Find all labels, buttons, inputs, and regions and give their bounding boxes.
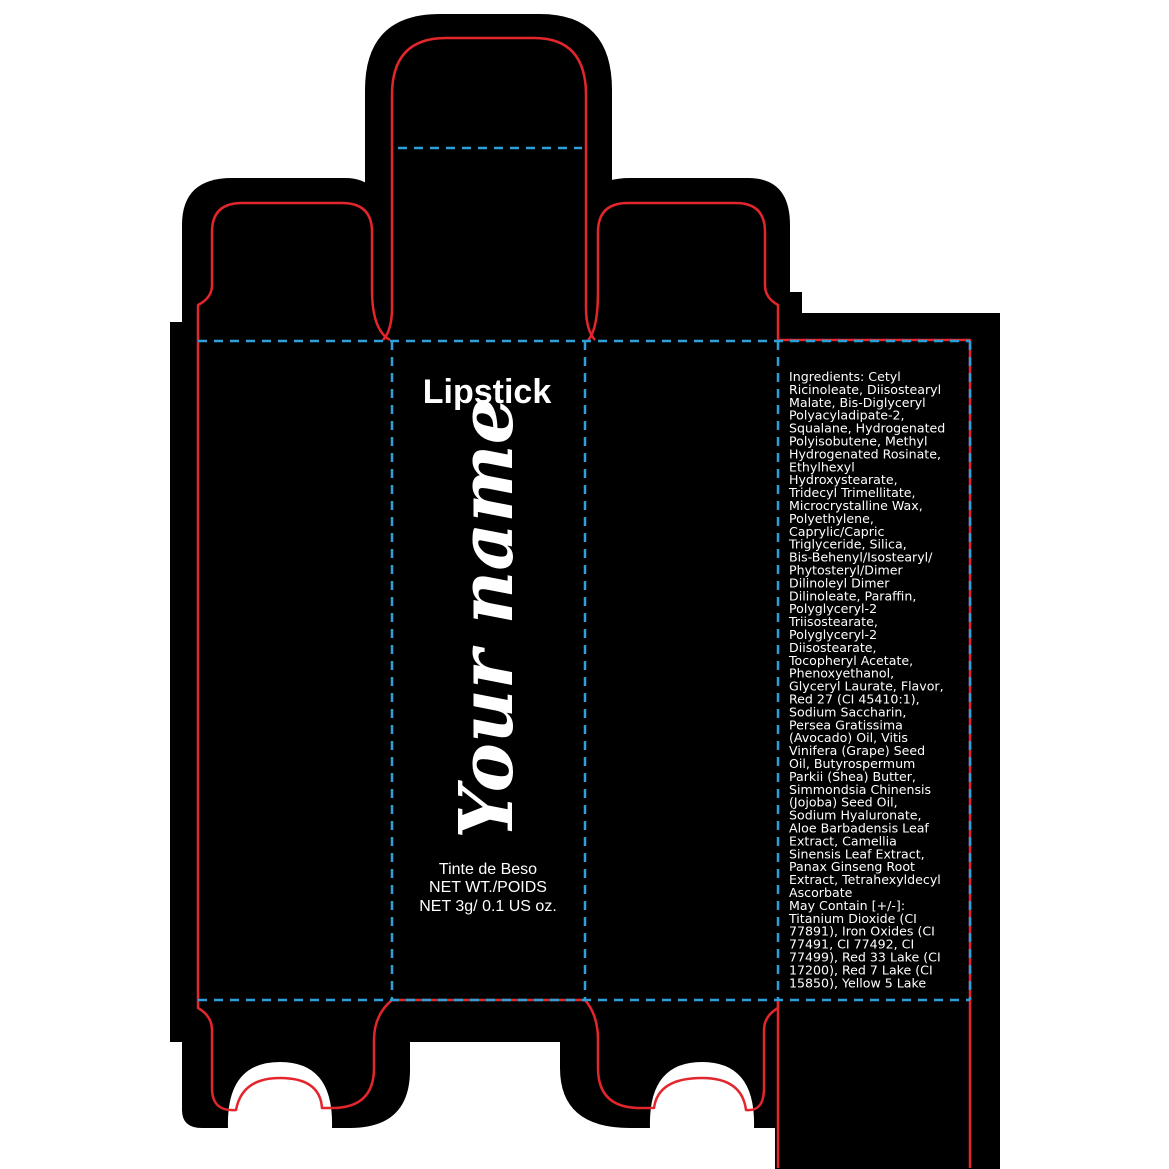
right-dust-flap [582, 178, 802, 340]
ingredient-line: Polyisobutene, Methyl [789, 434, 927, 449]
ingredient-line: Polyacyladipate-2, [789, 408, 905, 423]
ingredient-line: Simmondsia Chinensis [789, 782, 931, 797]
net-weight-line: Tinte de Beso [439, 861, 537, 878]
ingredient-line: Glyceryl Laurate, Flavor, [789, 679, 944, 694]
top-flap-cut-line [382, 36, 596, 341]
ingredient-line: May Contain [+/-]: [789, 898, 905, 913]
ingredient-line: Polyglyceryl-2 [789, 601, 877, 616]
ingredient-line: Polyethylene, [789, 511, 874, 526]
ingredient-line: Ethylhexyl [789, 459, 855, 474]
ingredient-line: Polyglyceryl-2 [789, 627, 877, 642]
ingredient-line: (Avocado) Oil, Vitis [789, 730, 908, 745]
left-flap-cut-line [196, 201, 391, 342]
ingredient-line: Persea Gratissima [789, 717, 903, 732]
left-dust-flap [182, 178, 382, 340]
ingredient-line: Extract, Camellia [789, 833, 897, 848]
net-weight-line: NET 3g/ 0.1 US oz. [419, 898, 557, 915]
ingredient-line: Aloe Barbadensis Leaf [789, 821, 929, 836]
customer-name-placeholder: Your name [444, 397, 530, 838]
ingredient-line: (Jojoba) Seed Oil, [789, 795, 898, 810]
ingredient-line: Caprylic/Capric [789, 524, 884, 539]
net-weight-line: NET WT./POIDS [429, 879, 547, 896]
ingredient-line: Hydrogenated Rosinate, [789, 446, 941, 461]
ingredient-line: Sodium Hyaluronate, [789, 808, 922, 823]
box-body [170, 14, 1000, 1169]
ingredient-line: Ascorbate [789, 885, 853, 900]
ingredient-line: Phytosteryl/Dimer [789, 563, 904, 578]
ingredient-line: Diisostearate, [789, 640, 877, 655]
product-type-label: Lipstick [423, 373, 552, 411]
top-tuck-flap [365, 14, 612, 340]
ingredient-line: Triisostearate, [788, 614, 878, 629]
ingredient-line: Sinensis Leaf Extract, [789, 846, 925, 861]
right-flap-cut-line [587, 201, 780, 341]
ingredient-line: 77491, CI 77492, CI [789, 937, 914, 952]
ingredient-line: 77891), Iron Oxides (CI [789, 924, 935, 939]
bottom-right-flap-cut-line [584, 999, 780, 1112]
ingredient-line: Triglyceride, Silica, [788, 537, 907, 552]
ingredient-line: Tocopheryl Acetate, [788, 653, 913, 668]
ingredient-line: Panax Ginseng Root [789, 859, 915, 874]
glue-side-panel [775, 313, 1000, 1169]
ingredient-line: Titanium Dioxide (CI [788, 911, 917, 926]
ingredient-line: Hydroxystearate, [789, 472, 898, 487]
ingredient-line: Dilinoleate, Paraffin, [789, 588, 916, 603]
ingredient-line: Ingredients: Cetyl [789, 369, 901, 384]
ingredient-line: Tridecyl Trimellitate, [788, 485, 916, 500]
ingredient-line: Microcrystalline Wax, [789, 498, 923, 513]
bottom-left-flap [182, 1040, 410, 1128]
ingredient-line: Oil, Butyrospermum [789, 756, 915, 771]
ingredient-line: Bis-Behenyl/Isostearyl/ [789, 550, 933, 565]
ingredient-line: 17200), Red 7 Lake (CI [789, 962, 933, 977]
fold-lines [198, 146, 972, 1002]
ingredient-line: Dilinoleyl Dimer [789, 575, 890, 590]
ingredient-line: Phenoxyethanol, [789, 666, 894, 681]
ingredient-line: Vinifera (Grape) Seed [789, 743, 925, 758]
ingredient-line: 77499), Red 33 Lake (CI [789, 950, 941, 965]
bottom-left-flap-cut-line [196, 999, 393, 1112]
ingredient-line: Malate, Bis-Diglyceryl [789, 395, 926, 410]
bottom-right-flap [560, 1040, 775, 1128]
ingredient-line: Extract, Tetrahexyldecyl [789, 872, 941, 887]
ingredient-line: Red 27 (CI 45410:1), [789, 692, 920, 707]
ingredient-line: Ricinoleate, Diisostearyl [789, 382, 941, 397]
ingredient-line: Squalane, Hydrogenated [789, 421, 945, 436]
net-weight-block: Tinte de Beso NET WT./POIDS NET 3g/ 0.1 … [419, 861, 557, 915]
ingredient-line: Sodium Saccharin, [789, 704, 906, 719]
ingredient-line: Parkii (Shea) Butter, [789, 769, 916, 784]
main-panels [170, 322, 790, 1042]
ingredient-line: 15850), Yellow 5 Lake [789, 975, 926, 990]
